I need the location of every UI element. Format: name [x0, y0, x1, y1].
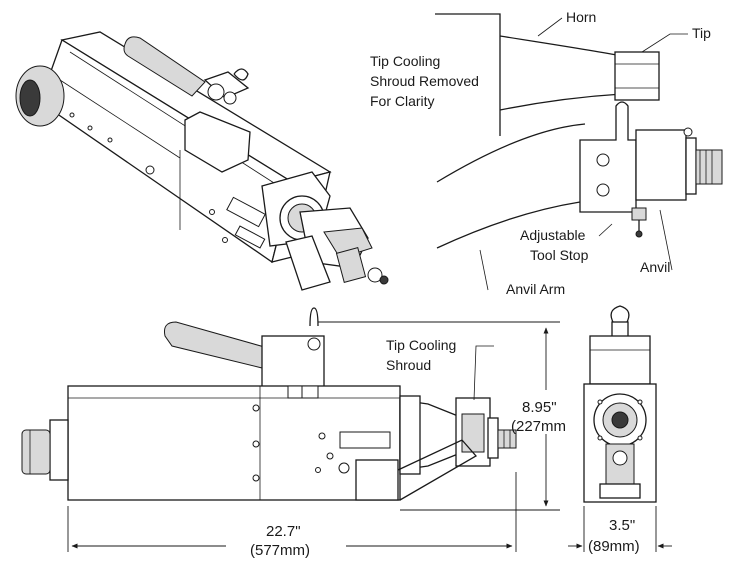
dim-height-mm: (227mm [511, 418, 566, 435]
dim-width-in: 3.5" [609, 517, 635, 534]
dim-height-in: 8.95" [522, 399, 557, 416]
label-tip-cooling-shroud-1: Tip Cooling [386, 337, 456, 353]
label-tip-shroud-removed-2: Shroud Removed [370, 73, 479, 89]
dimension-labels: 8.95" (227mm 22.7" (577mm) 3.5" (89mm) [250, 399, 640, 559]
label-tip-shroud-removed-1: Tip Cooling [370, 53, 440, 69]
label-tip-cooling-shroud-2: Shroud [386, 357, 431, 373]
label-adjustable-tool-stop-1: Adjustable [520, 227, 586, 243]
label-anvil: Anvil [640, 259, 670, 275]
end-view [568, 305, 672, 552]
isometric-view [15, 31, 389, 291]
label-adjustable-tool-stop-2: Tool Stop [530, 247, 589, 263]
dim-width-mm: (89mm) [588, 538, 640, 555]
dim-length-in: 22.7" [266, 523, 301, 540]
label-horn: Horn [566, 9, 596, 25]
side-view [21, 307, 560, 552]
label-tip-shroud-removed-3: For Clarity [370, 93, 435, 109]
label-tip: Tip [692, 25, 711, 41]
tip-detail-view [435, 13, 723, 291]
callout-labels: Horn Tip Tip Cooling Shroud Removed For … [370, 9, 711, 373]
label-anvil-arm: Anvil Arm [506, 281, 565, 297]
dim-length-mm: (577mm) [250, 542, 310, 559]
